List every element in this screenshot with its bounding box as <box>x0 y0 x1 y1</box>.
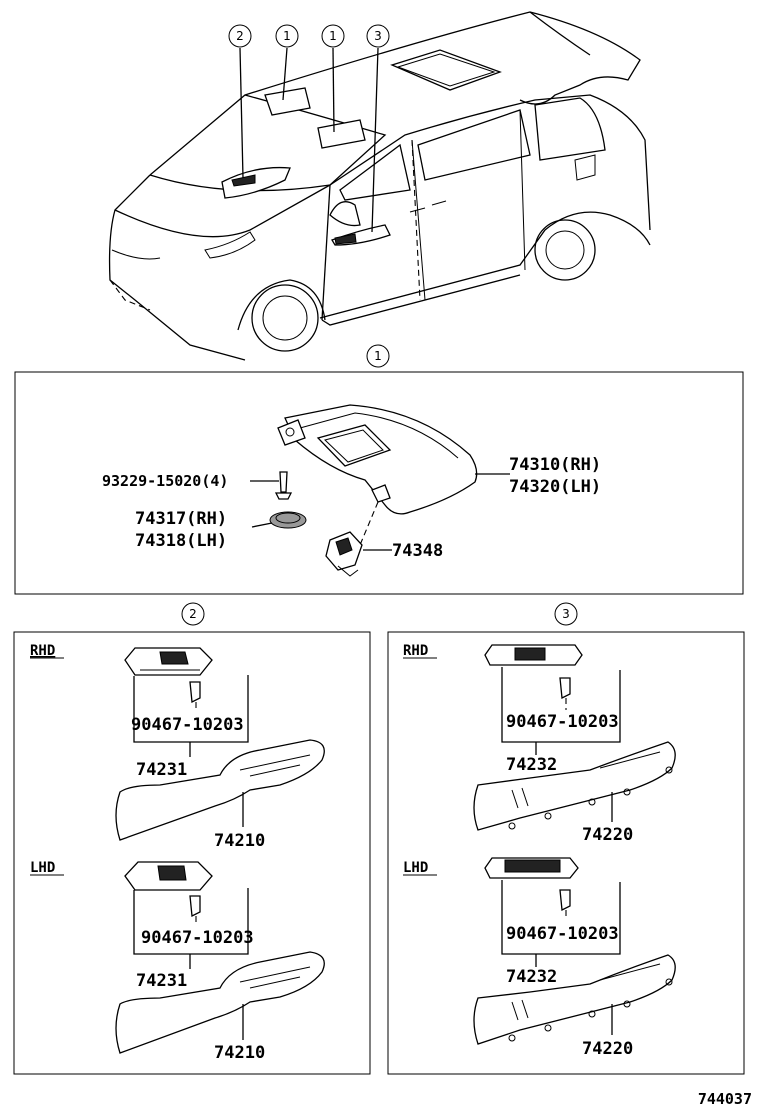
svg-text:2: 2 <box>236 29 244 43</box>
svg-text:1: 1 <box>329 29 337 43</box>
vehicle-illustration <box>108 11 651 361</box>
visor-section-frame <box>14 371 744 595</box>
armrest-cover-74231-rhd <box>124 647 213 704</box>
svg-text:3: 3 <box>374 29 382 43</box>
armrest-cover-74231-lhd <box>124 861 213 918</box>
sun-visor-illustration <box>269 404 478 577</box>
callout-3-section[interactable]: 3 <box>554 602 578 626</box>
armrest-74220-lhd <box>473 954 676 1045</box>
part-74318-lh[interactable]: 74318(LH) <box>135 531 227 551</box>
right-armrest-section-frame <box>387 631 745 1075</box>
part-93229-15020[interactable]: 93229-15020(4) <box>102 472 228 490</box>
svg-text:1: 1 <box>283 29 291 43</box>
armrest-74220-rhd <box>473 741 676 831</box>
tag-rhd-left: RHD <box>30 643 55 659</box>
part-74220-rhd[interactable]: 74220 <box>582 825 633 845</box>
tag-lhd-right: LHD <box>403 860 428 876</box>
part-74317-rh[interactable]: 74317(RH) <box>135 509 227 529</box>
drawing-number: 744037 <box>698 1090 752 1108</box>
armrest-cover-74232-lhd <box>484 857 579 912</box>
tag-lhd-left: LHD <box>30 860 55 876</box>
callout-3-overview[interactable]: 3 <box>366 24 390 48</box>
part-74320-lh[interactable]: 74320(LH) <box>509 477 601 497</box>
armrest-74210-lhd <box>115 951 325 1054</box>
armrest-74210-rhd <box>115 739 325 841</box>
part-90467-10203-right-rhd[interactable]: 90467-10203 <box>506 712 619 732</box>
armrest-cover-74232-rhd <box>484 644 583 700</box>
callout-1-overview-b[interactable]: 1 <box>321 24 345 48</box>
svg-text:1: 1 <box>374 349 382 363</box>
part-74231-rhd[interactable]: 74231 <box>136 760 187 780</box>
callout-2-overview[interactable]: 2 <box>228 24 252 48</box>
part-74232-lhd[interactable]: 74232 <box>506 967 557 987</box>
left-armrest-section-frame <box>13 631 371 1075</box>
part-90467-10203-left-rhd[interactable]: 90467-10203 <box>131 715 244 735</box>
tag-rhd-right: RHD <box>403 643 428 659</box>
svg-text:2: 2 <box>189 607 197 621</box>
callout-2-section[interactable]: 2 <box>181 602 205 626</box>
part-90467-10203-left-lhd[interactable]: 90467-10203 <box>141 928 254 948</box>
part-90467-10203-right-lhd[interactable]: 90467-10203 <box>506 924 619 944</box>
part-74210-lhd[interactable]: 74210 <box>214 1043 265 1063</box>
callout-1-overview-a[interactable]: 1 <box>275 24 299 48</box>
part-74232-rhd[interactable]: 74232 <box>506 755 557 775</box>
part-74220-lhd[interactable]: 74220 <box>582 1039 633 1059</box>
svg-text:3: 3 <box>562 607 570 621</box>
part-74310-rh[interactable]: 74310(RH) <box>509 455 601 475</box>
part-74231-lhd[interactable]: 74231 <box>136 971 187 991</box>
part-74210-rhd[interactable]: 74210 <box>214 831 265 851</box>
callout-1-section[interactable]: 1 <box>366 344 390 368</box>
part-74348[interactable]: 74348 <box>392 541 443 561</box>
